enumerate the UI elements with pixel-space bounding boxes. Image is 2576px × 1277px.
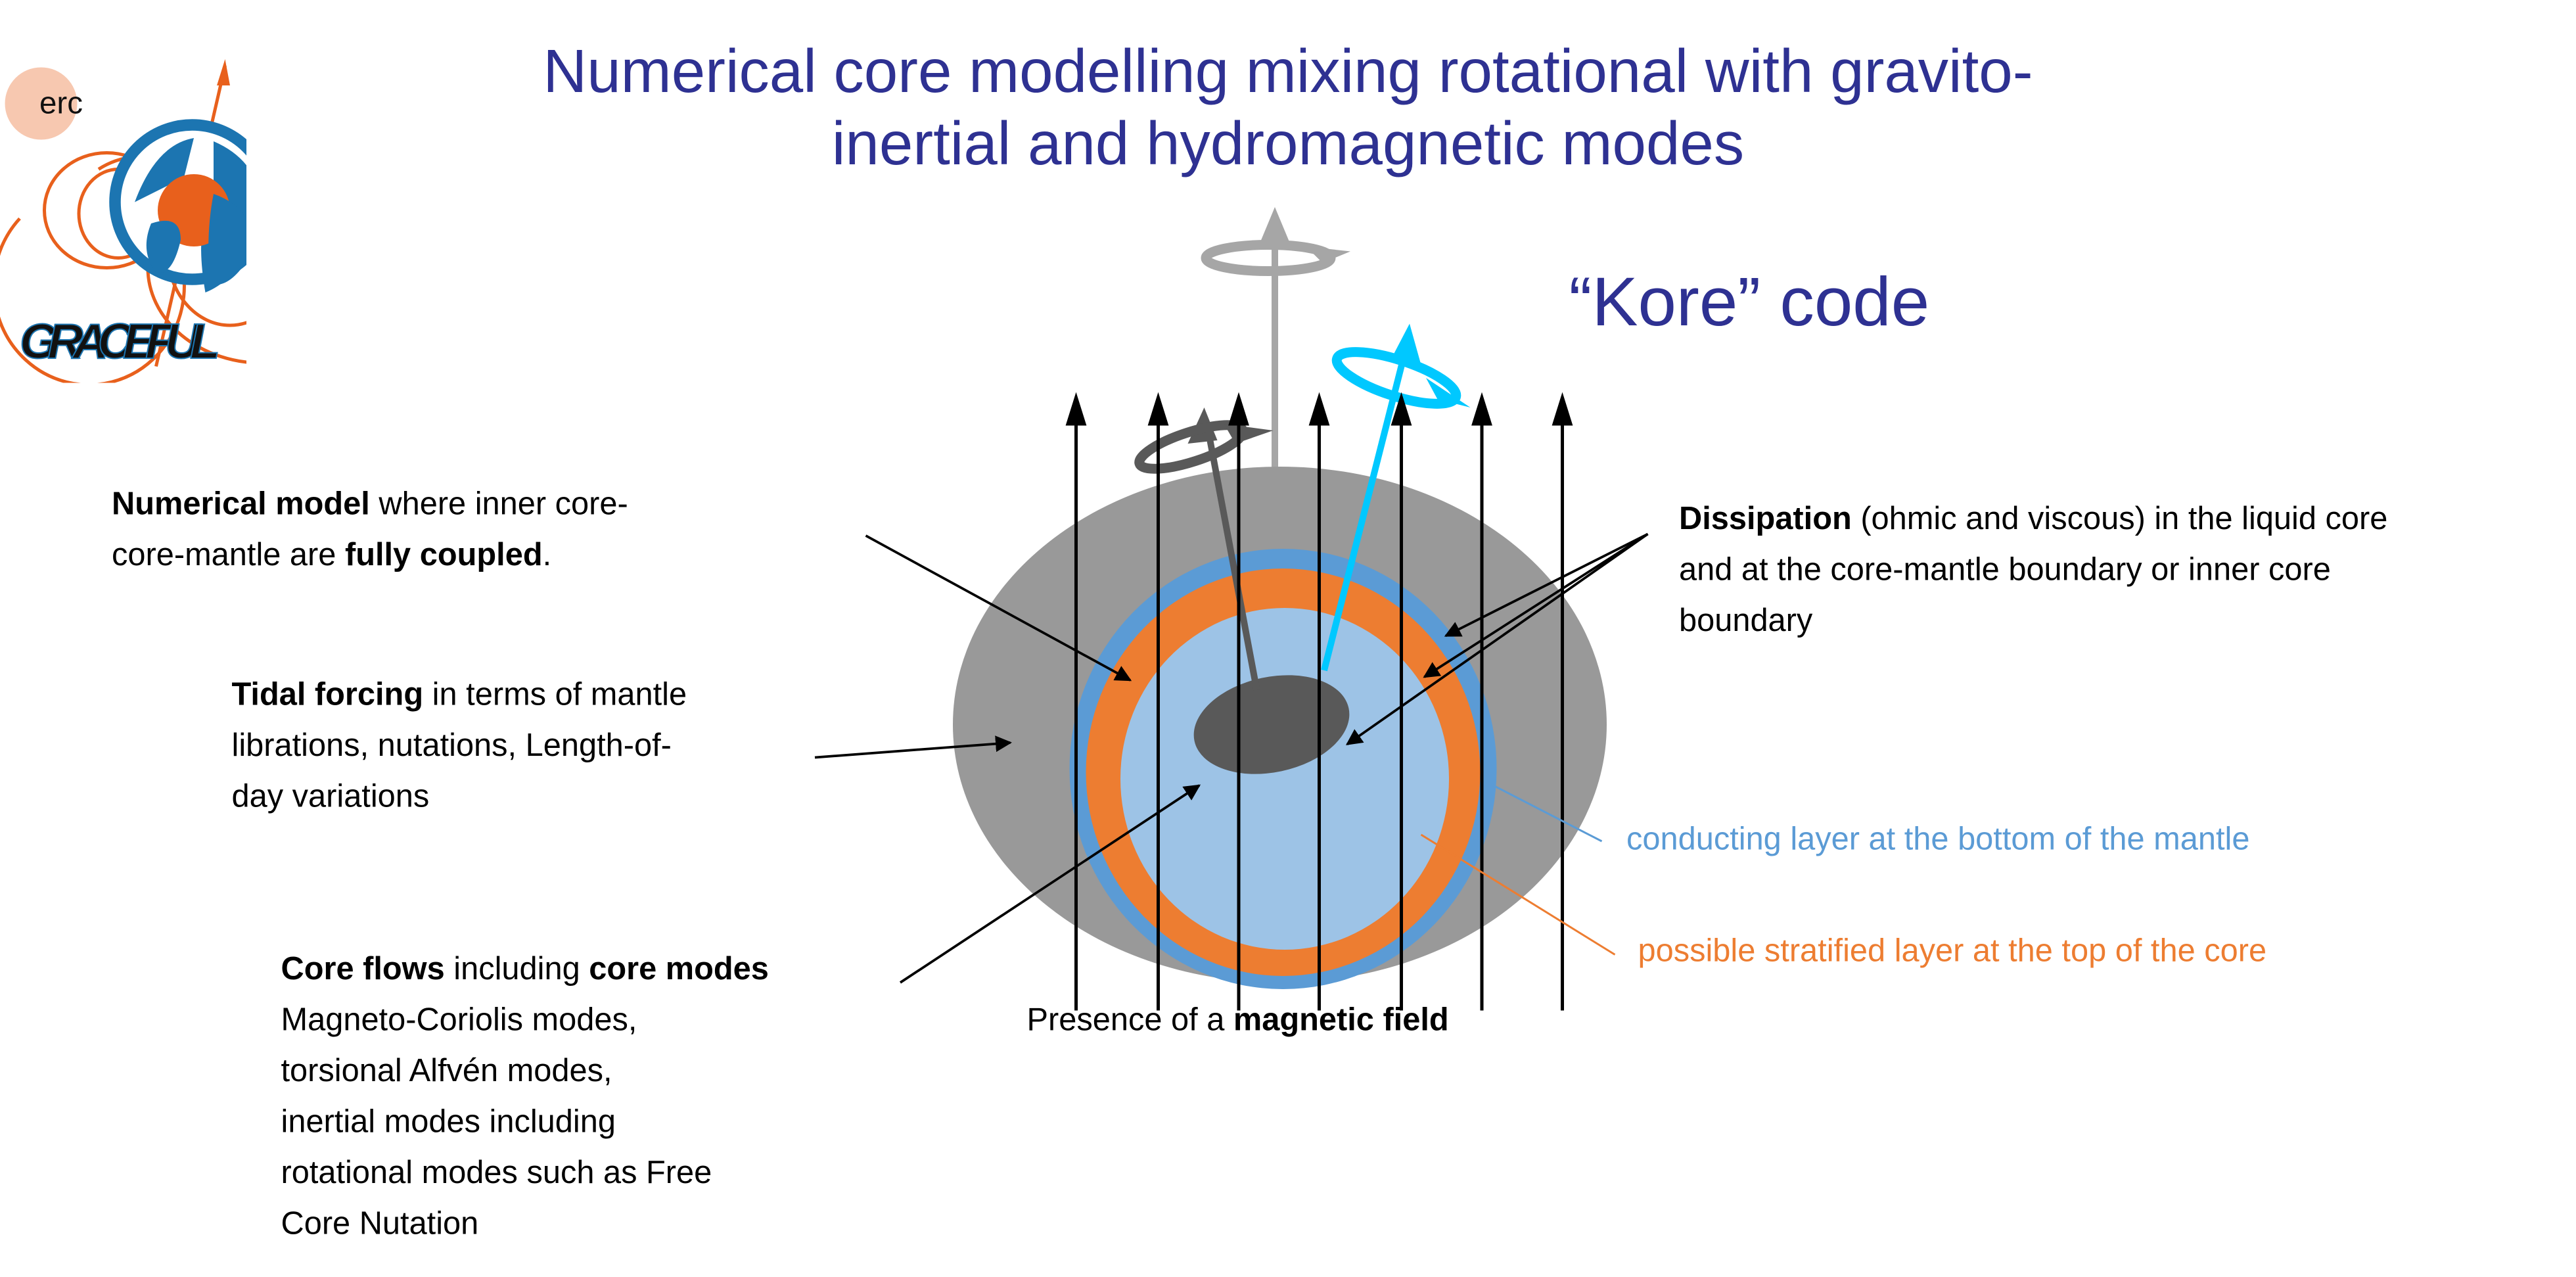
slide-title: Numerical core modelling mixing rotation… — [0, 36, 2576, 181]
dissipation-arrow-core — [1423, 532, 1649, 678]
tidal-forcing-note: Tidal forcing in terms of mantle librati… — [232, 670, 687, 824]
core-flows-bold: Core flows — [281, 951, 445, 988]
erc-text: erc — [39, 86, 83, 121]
magnetic-field-label: Presence of a magnetic field — [1027, 996, 1449, 1047]
dissipation-arrow-cmb — [1444, 532, 1649, 638]
title-line-1: Numerical core modelling mixing rotation… — [543, 37, 2033, 106]
dissipation-note: Dissipation (ohmic and viscous) in the l… — [1679, 495, 2387, 648]
core-flows-line: rotational modes such as Free — [281, 1155, 712, 1192]
tidal-text-3: day variations — [231, 779, 430, 815]
inner-core — [1193, 675, 1350, 774]
core-flows-arrow — [899, 784, 1201, 984]
mantle-rotation-icon — [1201, 240, 1350, 276]
stratified-layer-label: possible stratified layer at the top of … — [1638, 933, 2267, 969]
liquid-core — [1120, 608, 1449, 950]
core-modes-bold: core modes — [589, 951, 769, 988]
kore-code-subtitle: “Kore” code — [1569, 263, 1930, 340]
numerical-model-text-1: where inner core- — [369, 486, 628, 522]
tidal-text-1: in terms of mantle — [423, 677, 687, 713]
magnetic-field-text: Presence of a — [1026, 1002, 1233, 1038]
magnetic-field-bold: magnetic field — [1233, 1002, 1449, 1038]
core-flows-text: including — [444, 951, 589, 988]
tidal-forcing-bold: Tidal forcing — [231, 677, 424, 713]
core-flows-line: Core Nutation — [281, 1206, 479, 1242]
core-flows-note: Core flows including core modes Magneto-… — [281, 945, 769, 1251]
dissipation-text-1: (ohmic and viscous) in the liquid core — [1851, 501, 2388, 538]
fluid-rotation-icon — [1331, 347, 1471, 409]
numerical-model-bold: Numerical model — [112, 486, 370, 522]
magnetic-field-lines — [1065, 392, 1573, 1011]
graceful-logo: erc GRACEFUL — [0, 59, 246, 383]
numerical-model-note: Numerical model where inner core- core-m… — [112, 480, 628, 582]
stratified-layer-leader — [1420, 833, 1616, 956]
core-flows-line: Magneto-Coriolis modes, — [281, 1002, 637, 1038]
title-line-2: inertial and hydromagnetic modes — [831, 110, 1745, 178]
graceful-wordmark: GRACEFUL — [20, 313, 220, 369]
dissipation-bold: Dissipation — [1679, 501, 1852, 538]
fluid-rotation-axis — [1321, 352, 1408, 672]
dissipation-text-3: boundary — [1679, 603, 1813, 639]
dissipation-arrow-icb — [1345, 532, 1649, 746]
numerical-model-text-2: core-mantle are — [112, 537, 345, 574]
tidal-forcing-arrow — [814, 735, 1012, 759]
conducting-layer-leader — [1486, 781, 1603, 843]
fully-coupled-bold: fully coupled — [344, 537, 543, 574]
erc-dots-icon — [5, 67, 78, 140]
numerical-model-text-3: . — [542, 537, 552, 574]
inner-core-rotation-axis — [1206, 434, 1260, 691]
inner-core-rotation-icon — [1134, 420, 1274, 474]
core-flows-line: inertial modes including — [281, 1104, 616, 1140]
dissipation-text-2: and at the core-mantle boundary or inner… — [1679, 552, 2331, 588]
conducting-layer-label: conducting layer at the bottom of the ma… — [1626, 822, 2250, 858]
core-flows-line: torsional Alfvén modes, — [281, 1053, 612, 1090]
tidal-text-2: librations, nutations, Length-of- — [231, 728, 672, 764]
numerical-model-arrow — [865, 534, 1132, 682]
